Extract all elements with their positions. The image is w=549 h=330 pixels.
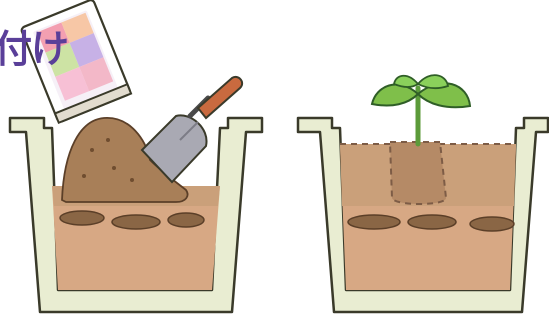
seedling-leaf-top-right <box>418 75 448 88</box>
right-pot <box>298 118 548 312</box>
root-ball <box>390 142 446 204</box>
seedling-icon <box>372 75 470 144</box>
right-compost-clumps <box>348 215 514 231</box>
seedling-leaf-left <box>372 85 418 106</box>
left-pot <box>10 118 262 312</box>
caption-text: 付け <box>0 30 68 68</box>
seedling-leaf-top-left <box>394 76 418 87</box>
trowel-handle <box>198 77 242 118</box>
